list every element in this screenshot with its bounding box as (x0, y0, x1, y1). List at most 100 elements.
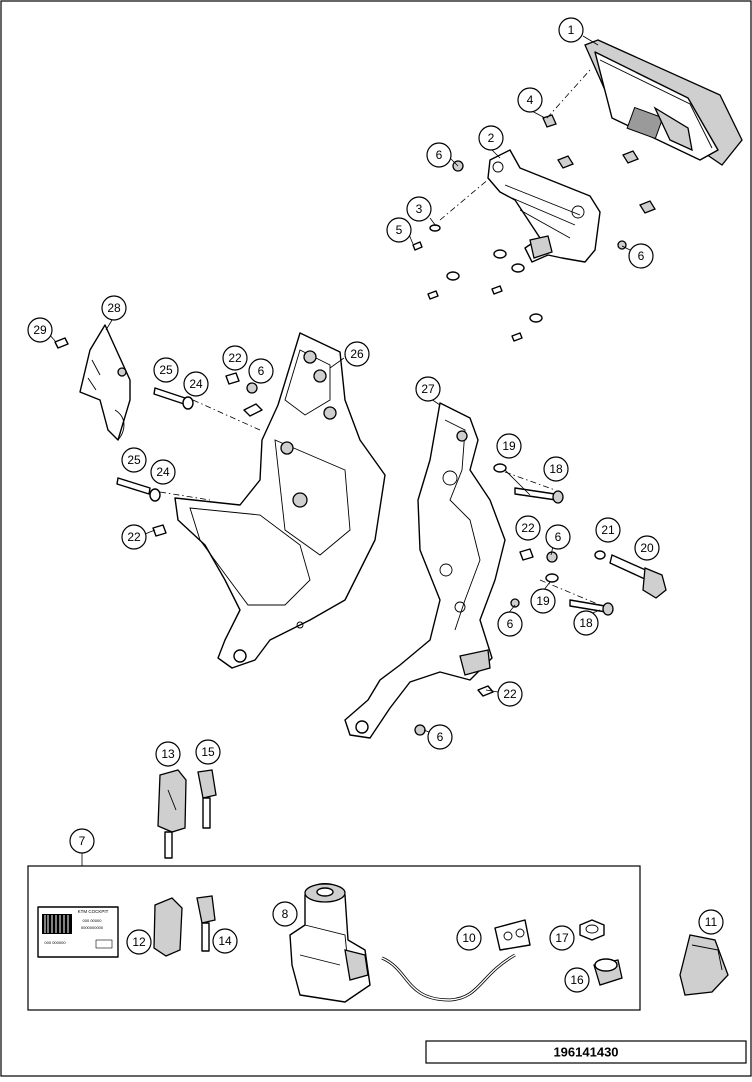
svg-text:6: 6 (555, 530, 562, 544)
lock-bracket-part (494, 919, 531, 951)
svg-text:8: 8 (282, 907, 289, 921)
callout-16: 16 (564, 967, 590, 993)
seat-lock-part (593, 958, 623, 986)
callout-29: 29 (27, 317, 53, 343)
callout-3: 3 (406, 196, 432, 222)
left-hardware-group (116, 372, 258, 537)
ignition-lock-part (289, 883, 371, 1003)
svg-text:12: 12 (132, 935, 146, 949)
svg-text:3: 3 (416, 202, 423, 216)
callout-1: 1 (558, 17, 584, 43)
right-hardware-group (414, 463, 614, 736)
callout-22-right-lower: 22 (497, 681, 523, 707)
callout-19-upper: 19 (496, 433, 522, 459)
svg-text:22: 22 (521, 521, 535, 535)
svg-text:11: 11 (705, 915, 718, 929)
reference-number: 196141430 (553, 1045, 618, 1060)
assembly-line-right-upper (504, 471, 556, 491)
key-set-kit (153, 895, 216, 957)
lock-nut-part (579, 919, 605, 941)
svg-text:25: 25 (127, 453, 141, 467)
reference-number-box (425, 1040, 747, 1064)
svg-text:10: 10 (462, 931, 476, 945)
svg-text:19: 19 (502, 439, 516, 453)
right-main-bracket-part (344, 402, 506, 739)
callout-6-left: 6 (248, 358, 274, 384)
callout-28: 28 (101, 295, 127, 321)
callout-8: 8 (272, 901, 298, 927)
assembly-line-bracket (439, 177, 491, 221)
svg-text:22: 22 (503, 687, 517, 701)
callout-13: 13 (155, 741, 181, 767)
svg-text:6: 6 (258, 364, 265, 378)
svg-text:6: 6 (638, 249, 645, 263)
callout-6-bracket: 6 (628, 243, 654, 269)
cover-cap-part (679, 934, 729, 996)
svg-text:14: 14 (218, 934, 232, 948)
svg-text:13: 13 (161, 747, 175, 761)
callout-11: 11 (698, 909, 724, 935)
key-card-brand: KTM COCKPIT (78, 909, 109, 914)
assembly-line-left-lower (159, 491, 211, 501)
callout-17: 17 (549, 925, 575, 951)
callout-7: 7 (69, 828, 95, 854)
callout-20: 20 (634, 535, 660, 561)
left-main-bracket-part (174, 332, 386, 669)
svg-text:4: 4 (527, 93, 534, 107)
callout-18-lower: 18 (573, 610, 599, 636)
svg-text:15: 15 (201, 745, 215, 759)
key-card-line-1: 000 00000 (83, 918, 103, 923)
callout-25-upper: 25 (153, 357, 179, 383)
callout-14: 14 (212, 928, 238, 954)
svg-text:24: 24 (189, 377, 203, 391)
assembly-line-right-lower (539, 579, 601, 606)
callout-27: 27 (415, 376, 441, 402)
svg-text:16: 16 (570, 973, 584, 987)
callout-6-right-upper: 6 (545, 524, 571, 550)
svg-text:1: 1 (568, 23, 575, 37)
svg-text:18: 18 (549, 462, 563, 476)
callout-6-top: 6 (426, 142, 452, 168)
svg-text:21: 21 (601, 523, 615, 537)
callout-6-bottom: 6 (427, 724, 453, 750)
callout-10: 10 (456, 925, 482, 951)
callout-19-lower: 19 (530, 588, 556, 614)
callout-18-upper: 18 (543, 456, 569, 482)
svg-text:6: 6 (436, 148, 443, 162)
callout-24-upper: 24 (183, 371, 209, 397)
left-cover-part (54, 324, 131, 441)
callout-22-right-upper: 22 (515, 515, 541, 541)
svg-text:29: 29 (33, 323, 47, 337)
assembly-line-left-upper (192, 399, 261, 431)
key-card-line-3: 000 000000 (44, 940, 66, 945)
key-card-line-2: 0000000000 (81, 925, 104, 930)
callout-24-lower: 24 (150, 459, 176, 485)
svg-text:26: 26 (350, 347, 364, 361)
svg-text:6: 6 (507, 617, 514, 631)
ignition-lock-kit-frame (27, 865, 641, 1011)
dashboard-display-part (584, 39, 743, 166)
callout-4: 4 (517, 87, 543, 113)
key-code-card: KTM COCKPIT 000 00000 0000000000 000 000… (37, 906, 119, 958)
callout-25-lower: 25 (121, 447, 147, 473)
callout-22-left-lower: 22 (121, 524, 147, 550)
svg-text:22: 22 (228, 351, 242, 365)
svg-text:28: 28 (107, 301, 121, 315)
svg-text:2: 2 (488, 131, 495, 145)
callout-6-right-lower: 6 (497, 611, 523, 637)
callout-12: 12 (126, 929, 152, 955)
callout-26: 26 (344, 341, 370, 367)
svg-text:20: 20 (640, 541, 654, 555)
callout-5: 5 (386, 217, 412, 243)
svg-text:22: 22 (127, 530, 141, 544)
svg-text:19: 19 (536, 594, 550, 608)
svg-text:25: 25 (159, 363, 173, 377)
svg-text:6: 6 (437, 730, 444, 744)
callout-21: 21 (595, 517, 621, 543)
svg-text:7: 7 (79, 834, 86, 848)
callout-2: 2 (478, 125, 504, 151)
svg-text:18: 18 (579, 616, 593, 630)
